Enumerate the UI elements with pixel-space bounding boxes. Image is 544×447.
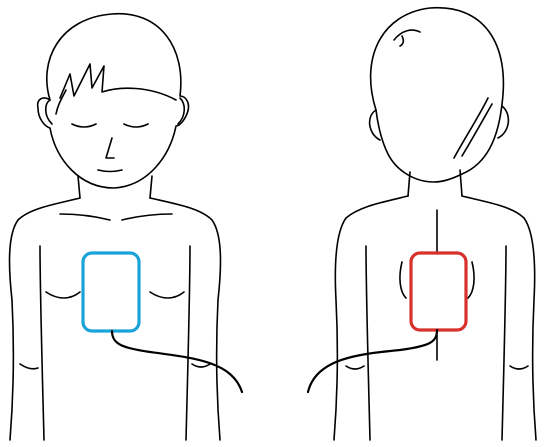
front-left-eye (72, 124, 96, 127)
back-head-outline (371, 8, 504, 182)
back-pad (411, 253, 466, 330)
back-right-elbow (510, 366, 528, 369)
front-left-elbow (20, 364, 38, 369)
back-pad-cable (308, 330, 437, 392)
front-chest-right (150, 292, 184, 298)
front-right-shoulder-arm (150, 198, 220, 440)
front-pad-cable (112, 331, 242, 392)
front-neck-right (150, 176, 152, 198)
front-neck-left (78, 176, 80, 198)
front-collarbone-right (122, 214, 172, 220)
back-right-shoulder-arm (462, 196, 536, 440)
front-right-torso-line (186, 246, 190, 440)
child-front-view (10, 14, 242, 440)
front-left-ear (46, 100, 52, 124)
front-mouth (98, 170, 122, 172)
back-right-torso-line (502, 246, 506, 440)
front-right-elbow (192, 364, 210, 367)
front-right-eye (124, 124, 148, 127)
child-back-view (308, 8, 536, 440)
front-left-torso-line (40, 246, 44, 440)
back-left-shoulder-arm (334, 196, 408, 440)
back-right-shoulder-blade (468, 262, 474, 298)
front-collarbone-left (60, 214, 110, 220)
back-left-elbow (346, 366, 364, 369)
back-hair-strand-1 (454, 98, 488, 158)
front-hair-fringe (60, 64, 176, 100)
back-hair-strand-2 (462, 104, 492, 156)
back-left-torso-line (366, 246, 370, 440)
front-nose (106, 138, 114, 158)
front-pad (83, 253, 139, 331)
front-chest-left (46, 292, 80, 298)
back-hair-swirl (394, 30, 420, 46)
front-left-shoulder-arm (10, 198, 80, 440)
back-left-shoulder-blade (400, 262, 406, 298)
